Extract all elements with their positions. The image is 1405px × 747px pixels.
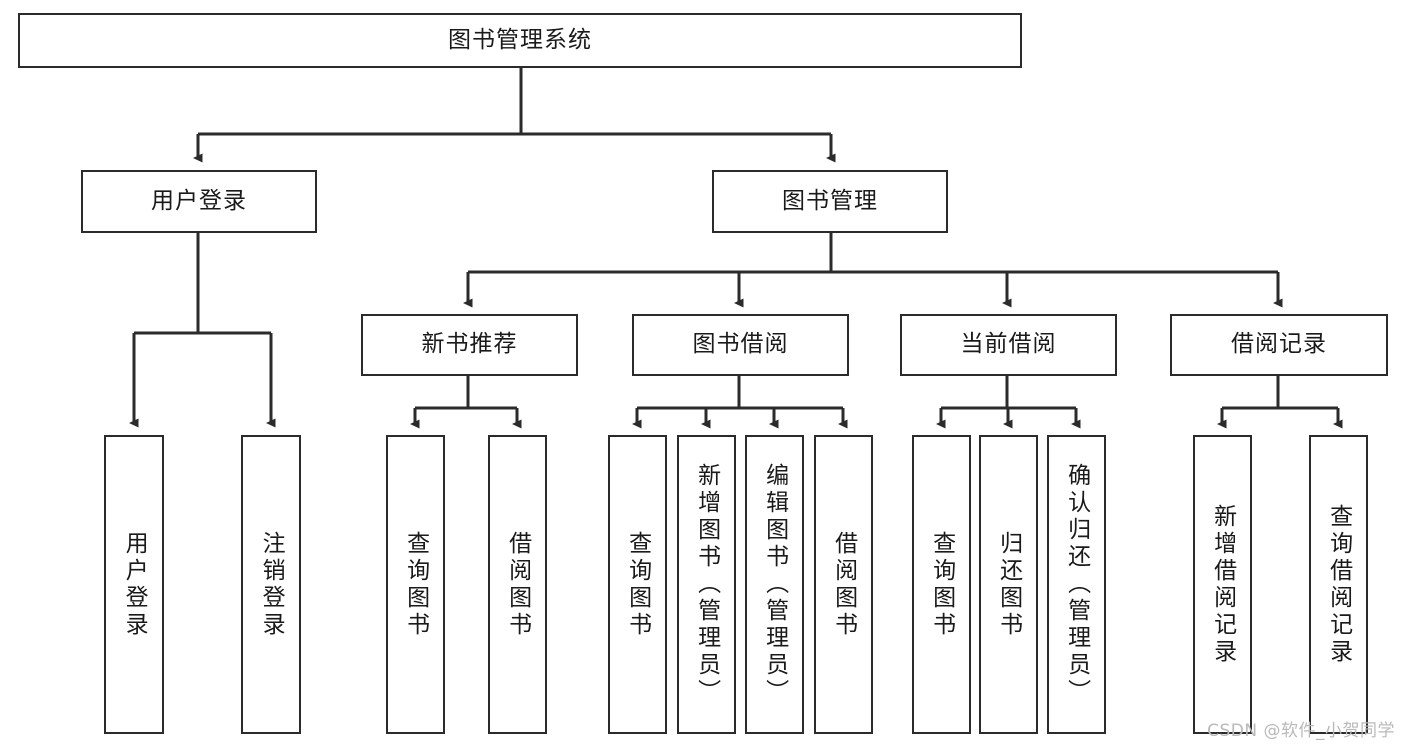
- node-label: 新增图书（管理员）: [693, 463, 720, 706]
- node-user-login[interactable]: 用户登录: [81, 170, 317, 233]
- node-label: 新书推荐: [421, 331, 518, 358]
- leaf-current-borrow-return[interactable]: 归还图书: [979, 435, 1038, 734]
- leaf-current-borrow-confirm-admin[interactable]: 确认归还（管理员）: [1047, 435, 1106, 734]
- node-label: 归还图书: [995, 530, 1022, 639]
- node-label: 新增借阅记录: [1209, 503, 1236, 666]
- node-label: 图书管理: [782, 187, 878, 214]
- leaf-user-login-logout[interactable]: 注销登录: [241, 435, 301, 734]
- node-label: 查询图书: [624, 530, 651, 639]
- leaf-borrow-records-query[interactable]: 查询借阅记录: [1309, 435, 1368, 734]
- node-current-borrow[interactable]: 当前借阅: [900, 314, 1117, 376]
- csdn-watermark: CSDN @软件_小贺同学: [1207, 721, 1395, 741]
- leaf-book-borrow-edit-admin[interactable]: 编辑图书（管理员）: [745, 435, 804, 734]
- node-label: 借阅记录: [1231, 331, 1327, 358]
- node-label: 查询图书: [928, 530, 955, 639]
- node-label: 注销登录: [258, 530, 285, 639]
- node-label: 借阅图书: [830, 530, 857, 639]
- leaf-book-borrow-borrow[interactable]: 借阅图书: [814, 435, 873, 734]
- leaf-user-login-login[interactable]: 用户登录: [104, 435, 164, 734]
- node-label: 用户登录: [151, 187, 247, 214]
- node-book-borrow[interactable]: 图书借阅: [632, 314, 849, 376]
- node-new-book-recommend[interactable]: 新书推荐: [361, 314, 578, 376]
- leaf-current-borrow-query[interactable]: 查询图书: [912, 435, 971, 734]
- node-label: 查询借阅记录: [1325, 503, 1352, 666]
- node-label: 确认归还（管理员）: [1063, 463, 1090, 706]
- node-label: 图书管理系统: [448, 26, 592, 53]
- node-borrow-records[interactable]: 借阅记录: [1170, 314, 1388, 376]
- node-label: 用户登录: [121, 530, 148, 639]
- leaf-book-borrow-add-admin[interactable]: 新增图书（管理员）: [677, 435, 736, 734]
- node-book-management[interactable]: 图书管理: [712, 170, 948, 233]
- node-root-book-management-system[interactable]: 图书管理系统: [18, 13, 1022, 68]
- node-label: 编辑图书（管理员）: [761, 463, 788, 706]
- leaf-new-book-query[interactable]: 查询图书: [386, 435, 445, 734]
- node-label: 查询图书: [402, 530, 429, 639]
- node-label: 图书借阅: [692, 331, 789, 358]
- node-label: 借阅图书: [504, 530, 531, 639]
- leaf-book-borrow-query[interactable]: 查询图书: [608, 435, 667, 734]
- leaf-new-book-borrow[interactable]: 借阅图书: [488, 435, 547, 734]
- node-label: 当前借阅: [960, 331, 1057, 358]
- leaf-borrow-records-add[interactable]: 新增借阅记录: [1193, 435, 1252, 734]
